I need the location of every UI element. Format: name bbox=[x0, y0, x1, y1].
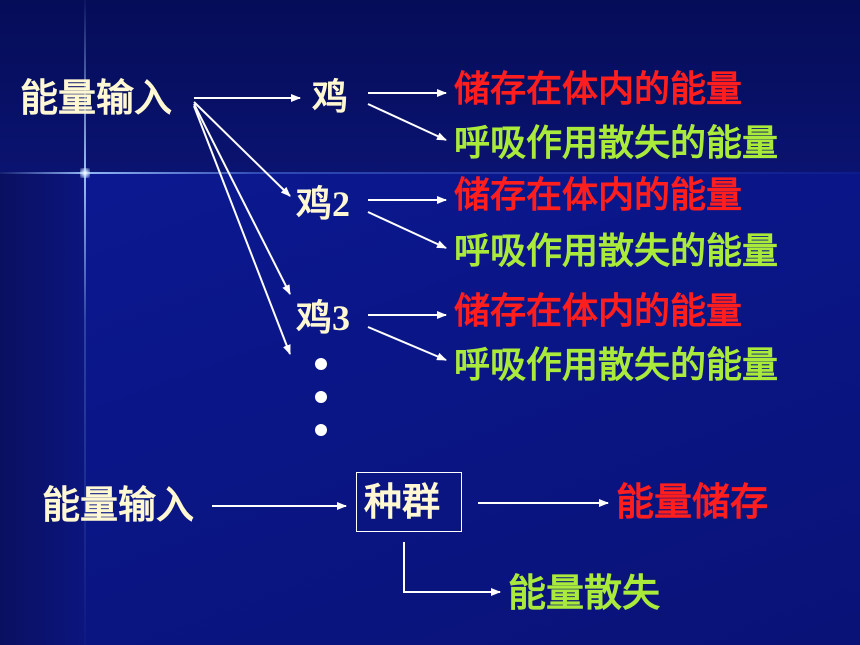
energy-storage-label: 能量储存 bbox=[616, 480, 769, 524]
chicken-1-respired-energy: 呼吸作用散失的能量 bbox=[454, 123, 779, 164]
ellipsis-dot bbox=[315, 424, 327, 436]
arrow-chicken-3-respired bbox=[367, 326, 447, 361]
arrow-input-to-chicken-2 bbox=[193, 101, 291, 197]
background-left bbox=[0, 172, 86, 645]
population-label: 种群 bbox=[364, 480, 441, 524]
chicken-2-label: 鸡2 bbox=[296, 184, 351, 224]
chicken-2-stored-energy: 储存在体内的能量 bbox=[454, 175, 743, 216]
energy-loss-label: 能量散失 bbox=[508, 571, 661, 615]
arrow-population-to-loss bbox=[403, 542, 501, 596]
ellipsis-dot bbox=[315, 358, 327, 370]
energy-input-label-top: 能量输入 bbox=[20, 76, 173, 120]
arrow-chicken-2-respired bbox=[367, 211, 447, 249]
population-box bbox=[356, 472, 462, 532]
ellipsis-dot bbox=[315, 391, 327, 403]
chicken-2-respired-energy: 呼吸作用散失的能量 bbox=[454, 231, 779, 272]
energy-input-label-bottom: 能量输入 bbox=[42, 483, 195, 527]
horizontal-light-line bbox=[0, 172, 860, 174]
vertical-light-line bbox=[84, 0, 86, 645]
background-top bbox=[0, 0, 860, 172]
chicken-3-label: 鸡3 bbox=[296, 298, 351, 338]
chicken-3-respired-energy: 呼吸作用散失的能量 bbox=[454, 345, 779, 386]
arrow-input-to-chicken-n bbox=[193, 105, 291, 355]
background-main bbox=[86, 172, 860, 645]
light-flare bbox=[80, 168, 90, 178]
arrow-chicken-1-respired bbox=[367, 103, 447, 141]
arrow-input-to-chicken-3 bbox=[193, 103, 291, 295]
chicken-1-stored-energy: 储存在体内的能量 bbox=[454, 69, 743, 110]
chicken-1-label: 鸡 bbox=[312, 77, 349, 117]
chicken-3-stored-energy: 储存在体内的能量 bbox=[454, 291, 743, 332]
